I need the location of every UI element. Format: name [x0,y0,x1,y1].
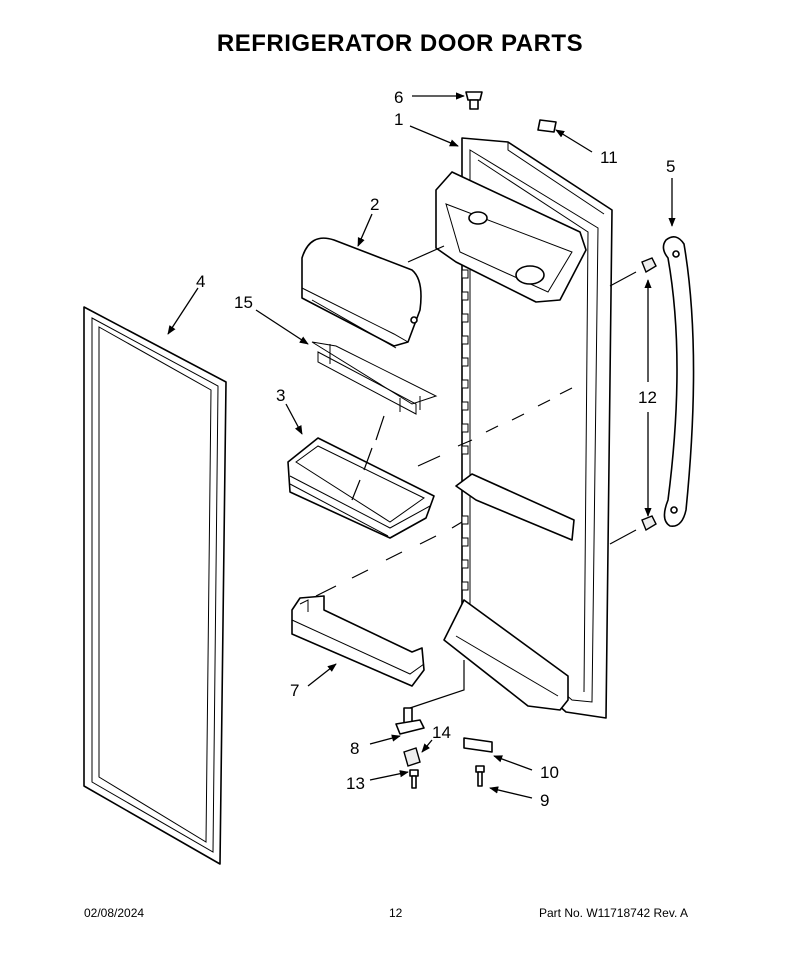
door-bin-part [287,437,435,539]
bracket-part [463,737,493,753]
door-liner-part [435,137,613,719]
footer-part-number: Part No. W11718742 Rev. A [539,906,688,920]
callout-4: 4 [196,272,205,291]
callout-11: 11 [600,148,618,167]
screw-13-part [409,769,419,789]
footer-date: 02/08/2024 [84,906,145,920]
door-cam-part [403,747,421,767]
callout-14: 14 [432,723,451,742]
wire-guard-part [311,341,438,415]
callout-8: 8 [350,739,359,758]
screw-9-part [475,765,485,787]
door-handle-part [662,236,695,527]
lower-bin-part [291,595,425,687]
callout-7: 7 [290,681,299,700]
leader-arrows [167,92,676,799]
callout-2: 2 [370,195,379,214]
hinge-bushing-part [395,707,425,735]
hinge-plug-part [465,91,483,110]
callout-labels: 6 1 11 5 2 4 15 3 12 7 8 14 10 13 9 [196,88,675,810]
page-title: REFRIGERATOR DOOR PARTS [216,30,584,57]
assembly-lines [315,245,637,709]
callout-6: 6 [394,88,403,107]
callout-12: 12 [638,388,657,407]
callout-10: 10 [540,763,559,782]
callout-5: 5 [666,157,675,176]
dairy-cover-part [301,237,422,349]
door-gasket-part [83,306,227,865]
callout-3: 3 [276,386,285,405]
footer-page-number: 12 [389,906,403,920]
handle-studs-part [641,257,657,532]
callout-1: 1 [394,110,403,129]
callout-15: 15 [234,293,253,312]
callout-13: 13 [346,774,365,793]
shim-part [537,119,557,133]
callout-9: 9 [540,791,549,810]
